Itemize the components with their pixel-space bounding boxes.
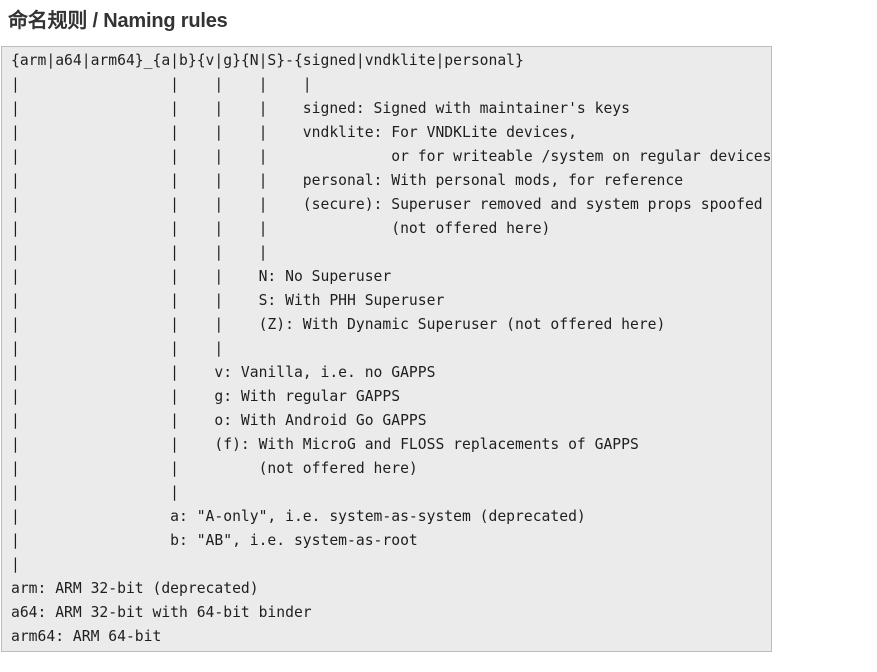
page-title: 命名规则 / Naming rules — [8, 10, 228, 32]
naming-rules-section: 命名规则 / Naming rules {arm|a64|arm64}_{a|b… — [0, 9, 877, 652]
naming-rules-code-block: {arm|a64|arm64}_{a|b}{v|g}{N|S}-{signed|… — [1, 46, 772, 652]
